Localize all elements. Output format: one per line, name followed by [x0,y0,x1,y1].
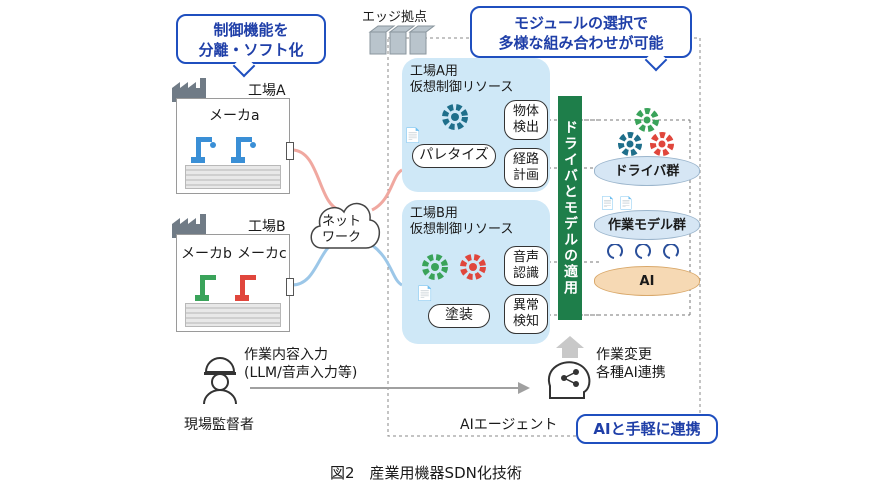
factory-b-floor [185,303,281,327]
factory-a-floor [185,165,281,189]
link-resource-b [371,243,403,287]
factory-b-box: メーカb メーカc [176,234,290,332]
resource-a-title: 工場A用 仮想制御リソース [410,64,514,95]
driver-group: ドライバ群 [594,156,700,186]
gear-cluster-icon [618,108,674,156]
callout-software-control: 制御機能を 分離・ソフト化 [176,14,326,64]
ai-agent-head-icon [547,361,591,399]
maker-c-label: メーカc [237,246,287,262]
gear-icon [442,104,468,130]
network-cloud-icon [310,202,380,249]
link-factory-a [291,148,341,212]
work-input-label: 作業内容入力 (LLM/音声入力等) [244,347,358,381]
factory-b-title: 工場B [248,219,286,235]
document-icon: 📄 📄 [600,196,634,210]
module-path-planning: 経路 計画 [504,148,548,188]
edge-site-label: エッジ拠点 [362,10,428,25]
supervisor-label: 現場監督者 [184,417,254,433]
module-anomaly-detection: 異常 検知 [504,294,548,334]
task-painting: 塗装 [428,304,490,328]
gear-icon [650,132,674,156]
gear-icon [422,254,448,280]
apply-drivers-models-bar: ドライバとモデルの適用 [558,96,582,320]
wifi-icon [286,278,294,296]
gear-icon [618,132,642,156]
callout-ai-integration: AIと手軽に連携 [576,414,718,444]
network-label: ネット ワーク [322,214,362,245]
robot-arm-icon [191,137,256,163]
task-palletize: パレタイズ [412,144,496,168]
resource-b-title: 工場B用 仮想制御リソース [410,206,514,237]
ai-agent-label: AIエージェント [460,417,558,433]
up-arrow [556,336,584,358]
robot-arm-icon [195,275,256,301]
worker-icon [203,357,237,404]
ai-group: AI [594,266,700,296]
factory-a-title: 工場A [248,83,286,99]
document-icon: 📄 [404,128,422,144]
ai-integration-label: 作業変更 各種AI連携 [596,347,666,381]
factory-icon [172,78,206,102]
callout-module-selection: モジュールの選択で 多様な組み合わせが可能 [470,6,692,58]
maker-a-label: メーカa [209,108,260,124]
module-voice-recognition: 音声 認識 [504,246,548,286]
gear-icon [635,108,659,132]
server-icon [368,25,436,55]
work-model-group: 作業モデル群 [594,210,700,240]
ai-loop-icons [607,244,679,259]
figure-caption: 図2 産業用機器SDN化技術 [330,464,522,482]
factory-icon [172,214,206,238]
maker-b-label: メーカb [181,246,232,262]
document-icon: 📄 [416,286,434,302]
factory-a-box: メーカa [176,98,290,194]
module-object-detection: 物体 検出 [504,100,548,140]
wifi-icon [286,142,294,160]
link-resource-a [371,168,403,212]
gear-icon [460,254,486,280]
